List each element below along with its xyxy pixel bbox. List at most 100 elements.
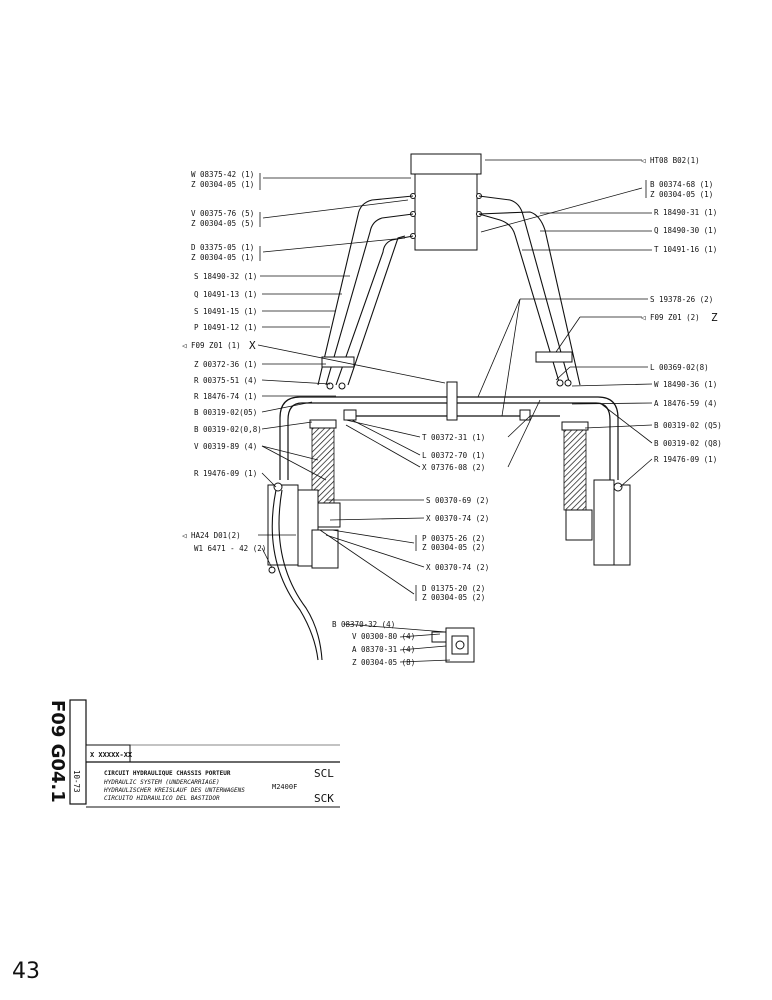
left-lower-block <box>311 529 339 569</box>
part-label: R 19476-09 (1) <box>654 455 717 464</box>
left-long-return-hose <box>271 489 319 661</box>
variant-scl: SCL <box>314 767 334 780</box>
bottom-labels: B 08370-32 (4) V 00300-80 (4) A 08370-31… <box>332 620 415 667</box>
title-line-es: CIRCUITO HIDRAULICO DEL BASTIDOR <box>104 795 220 802</box>
part-label: L 00369-02(8) <box>650 363 709 372</box>
part-label: Z 00304-05 (2) <box>422 543 485 552</box>
part-label: X 07376-08 (2) <box>422 463 485 472</box>
part-label: R 00375-51 (4) <box>194 376 257 385</box>
right-track-frame <box>593 479 615 566</box>
part-label: B 00319-02(0,8) <box>194 425 262 434</box>
left-bottom-fitting <box>268 566 276 574</box>
left-tee-fitting-1 <box>326 382 334 390</box>
part-label: W1 6471 - 42 (2) <box>194 544 266 553</box>
top-manifold-cap <box>410 153 482 175</box>
right-tee-fitting-2 <box>564 379 572 387</box>
part-label: B 00319-02 (Q5) <box>654 421 722 430</box>
left-hose-2 <box>325 213 414 386</box>
part-label: R 19476-09 (1) <box>194 469 257 478</box>
part-label: HT08 B02(1) <box>650 156 700 165</box>
left-outer-loop-inner <box>287 402 320 480</box>
part-label: B 00319-02 (Q8) <box>654 439 722 448</box>
part-label: V 00375-76 (5) <box>191 209 254 218</box>
right-outer-loop <box>575 396 619 480</box>
part-label: Z 00304-05 (1) <box>191 253 254 262</box>
left-hose-4 <box>347 235 406 386</box>
part-label: V 00300-80 (4) <box>352 632 415 641</box>
ref-letter-x: X <box>249 339 256 352</box>
title-line-en: HYDRAULIC SYSTEM (UNDERCARRIAGE) <box>103 779 220 786</box>
top-right-labels: ◁ HT08 B02(1) B 00374-68 (1) Z 00304-05 … <box>641 156 722 464</box>
left-long-return-hose-2 <box>278 489 323 661</box>
part-label: HA24 D01(2) <box>191 531 241 540</box>
part-label: P 00375-26 (2) <box>422 534 485 543</box>
part-label: B 00374-68 (1) <box>650 180 713 189</box>
part-label: D 03375-05 (1) <box>191 243 254 252</box>
arrow-marker: ◁ <box>641 156 646 165</box>
leader-lines <box>257 159 653 663</box>
left-hose-3 <box>335 235 414 386</box>
part-label: W 08375-42 (1) <box>191 170 254 179</box>
right-filter-cap <box>561 421 589 431</box>
part-label: T 10491-16 (1) <box>654 245 717 254</box>
left-plate <box>321 356 355 368</box>
center-union <box>519 409 531 421</box>
right-tee-fitting-1 <box>556 379 564 387</box>
right-track-frame-outer <box>613 484 631 566</box>
part-label: S 19378-26 (2) <box>650 295 713 304</box>
part-label: R 18476-74 (1) <box>194 392 257 401</box>
part-label: S 18490-32 (1) <box>194 272 257 281</box>
part-label: W 18490-36 (1) <box>654 380 717 389</box>
center-labels: T 00372-31 (1) L 00372-70 (1) X 07376-08… <box>422 433 489 602</box>
part-label: F09 Z01 (2) <box>650 313 700 322</box>
part-label: S 10491-15 (1) <box>194 307 257 316</box>
right-hose-2 <box>478 213 561 386</box>
part-label: Z 00304-05 (8) <box>352 658 415 667</box>
part-label: Q 10491-13 (1) <box>194 290 257 299</box>
part-label: A 18476-59 (4) <box>654 399 717 408</box>
title-line-fr: CIRCUIT HYDRAULIQUE CHASSIS PORTEUR <box>104 770 231 777</box>
part-label: Z 00304-05 (5) <box>191 219 254 228</box>
right-filter-cylinder <box>563 429 587 511</box>
center-clamp <box>446 381 458 421</box>
part-label: Z 00372-36 (1) <box>194 360 257 369</box>
part-label: X 00370-74 (2) <box>426 514 489 523</box>
arrow-marker: ◁ <box>641 313 646 322</box>
right-hose-1 <box>478 195 571 386</box>
machine-number: X XXXXX-XX <box>90 751 133 759</box>
variant-sck: SCK <box>314 792 334 805</box>
part-label: Z 00304-05 (1) <box>191 180 254 189</box>
left-tee-fitting-2 <box>338 382 346 390</box>
title-line-de: HYDRAULISCHER KREISLAUF DES UNTERWAGENS <box>103 787 245 794</box>
part-label: P 10491-12 (1) <box>194 323 257 332</box>
part-label: R 18490-31 (1) <box>654 208 717 217</box>
left-labels: W 08375-42 (1) Z 00304-05 (1) V 00375-76… <box>182 170 266 553</box>
left-filter-cap <box>309 419 337 429</box>
left-valve <box>343 409 357 421</box>
drawing-code: F09 G04.1 <box>47 700 68 803</box>
part-label: T 00372-31 (1) <box>422 433 485 442</box>
title-block: F09 G04.1 10-73 X XXXXX-XX CIRCUIT HYDRA… <box>47 699 340 808</box>
part-label: V 00319-89 (4) <box>194 442 257 451</box>
model-number: M2400F <box>272 783 297 791</box>
part-label: Q 18490-30 (1) <box>654 226 717 235</box>
right-hose-3 <box>478 211 581 386</box>
part-label: Z 00304-05 (1) <box>650 190 713 199</box>
part-label: Z 00304-05 (2) <box>422 593 485 602</box>
left-outer-loop <box>279 396 320 480</box>
right-outer-loop-inner <box>575 402 611 480</box>
part-label: A 08370-31 (4) <box>352 645 415 654</box>
part-label: S 00370-69 (2) <box>426 496 489 505</box>
part-label: B 08370-32 (4) <box>332 620 395 629</box>
part-label: F09 Z01 (1) <box>191 341 241 350</box>
right-elbow-fitting <box>613 482 623 492</box>
drawing-date: 10-73 <box>72 770 81 793</box>
ref-letter-z: Z <box>711 311 718 324</box>
detail-valve-port <box>431 631 447 643</box>
arrow-marker: ◁ <box>182 531 187 540</box>
page-number: 43 <box>12 959 40 984</box>
part-label: X 00370-74 (2) <box>426 563 489 572</box>
detail-valve-bore <box>455 640 465 650</box>
right-plate <box>535 351 573 363</box>
